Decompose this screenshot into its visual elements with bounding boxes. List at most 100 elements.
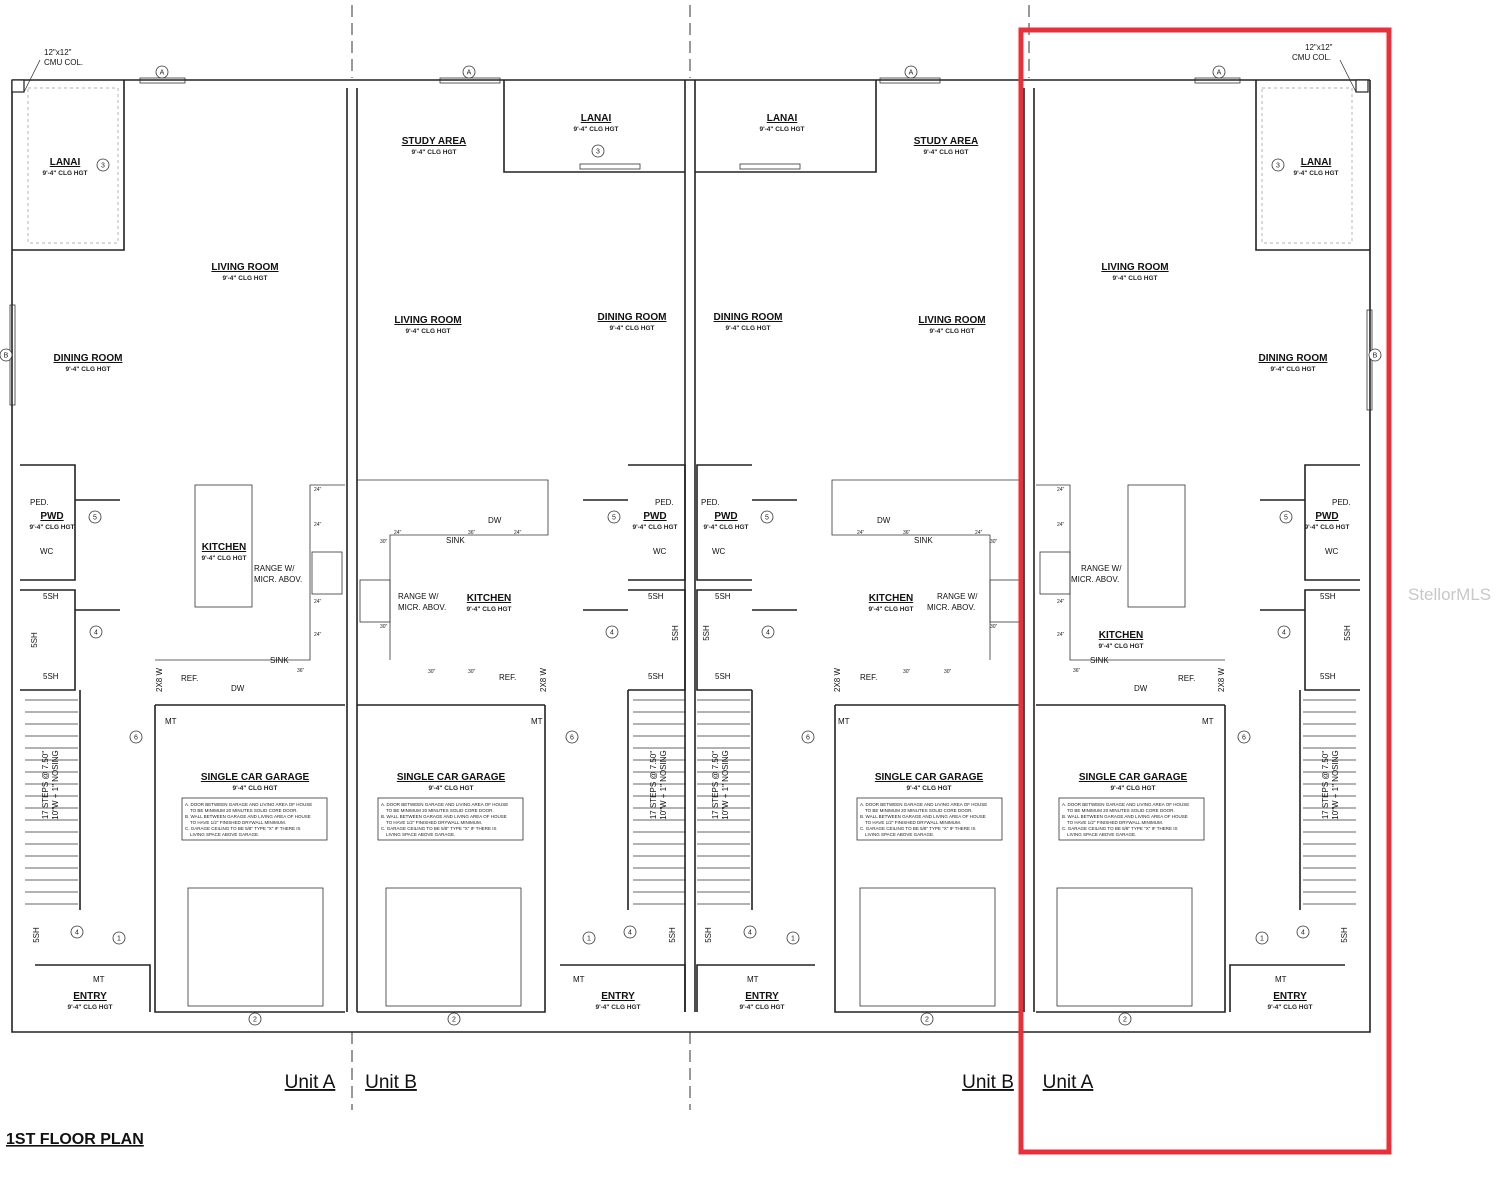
marker-label: 5 — [612, 515, 616, 522]
shelf-label: 5SH — [648, 592, 664, 601]
marker-label: 5 — [765, 515, 769, 522]
mt-label: MT — [1275, 975, 1287, 984]
marker-circle — [623, 925, 637, 939]
ceiling-height-label: 9'-4" CLG HGT — [201, 555, 246, 562]
dishwasher-label: DW — [488, 516, 502, 525]
room-kitchen-label: KITCHEN — [869, 593, 913, 604]
marker-circle — [904, 65, 918, 79]
shelf-label: 5SH — [715, 672, 731, 681]
ceiling-height-label: 9'-4" CLG HGT — [632, 524, 677, 531]
room-entry-label: ENTRY — [1273, 991, 1307, 1002]
micr-label: MICR. ABOV. — [398, 603, 446, 612]
plan-title: 1ST FLOOR PLAN — [6, 1131, 144, 1148]
marker-label: 2 — [1123, 1017, 1127, 1024]
cmu-columns — [11, 59, 1369, 93]
shelf-label: 5SH — [1343, 625, 1352, 641]
shelf-label: 5SH — [648, 672, 664, 681]
shelf-label: 5SH — [30, 632, 39, 648]
ceiling-height-label: 9'-4" CLG HGT — [411, 149, 456, 156]
marker-label: 4 — [628, 930, 632, 937]
stairs-label: 17 STEPS @ 7.50" — [649, 751, 658, 819]
room-kitchen-label: KITCHEN — [1099, 630, 1143, 641]
garage-note-line: TO BE MINIMUM 20 MINUTES SOLID CORE DOOR… — [386, 808, 494, 813]
dim-label: 36" — [1073, 668, 1081, 674]
ceiling-height-label: 9'-4" CLG HGT — [923, 149, 968, 156]
ceiling-height-label: 9'-4" CLG HGT — [428, 785, 473, 792]
marker-label: 4 — [94, 630, 98, 637]
wc-label: WC — [1325, 547, 1339, 556]
marker-label: A — [909, 70, 914, 77]
marker-circle — [582, 931, 596, 945]
marker-label: 5 — [93, 515, 97, 522]
dim-label: 24" — [857, 530, 865, 536]
pedestal-sink-label: PED. — [1332, 498, 1351, 507]
ceiling-height-label: 9'-4" CLG HGT — [1110, 785, 1155, 792]
sink-label: SINK — [446, 536, 465, 545]
refrigerator-label: REF. — [860, 673, 877, 682]
room-dining-label: DINING ROOM — [598, 312, 667, 323]
marker-circle — [1279, 510, 1293, 524]
garage-note-boxes — [181, 797, 1205, 841]
ceiling-height-label: 9'-4" CLG HGT — [725, 325, 770, 332]
wc-label: WC — [712, 547, 726, 556]
highlight-frame — [1018, 27, 1392, 1155]
range-label: RANGE W/ — [254, 564, 295, 573]
column-type-note: CMU COL. — [44, 58, 83, 67]
unit-label: Unit A — [1043, 1072, 1094, 1093]
marker-label: 2 — [452, 1017, 456, 1024]
pedestal-sink-label: PED. — [30, 498, 49, 507]
marker-circle — [96, 158, 110, 172]
ceiling-height-label: 9'-4" CLG HGT — [609, 325, 654, 332]
marker-circle — [605, 625, 619, 639]
range-label: RANGE W/ — [937, 592, 978, 601]
marker-circle — [743, 925, 757, 939]
ceiling-height-label: 9'-4" CLG HGT — [1112, 275, 1157, 282]
garage-note-line: TO BE MINIMUM 20 MINUTES SOLID CORE DOOR… — [190, 808, 298, 813]
shelf-label: 5SH — [671, 625, 680, 641]
room-living-label: LIVING ROOM — [1101, 262, 1168, 273]
dim-label: 24" — [314, 522, 322, 528]
dim-label: 24" — [1057, 487, 1065, 493]
room-study-label: STUDY AREA — [402, 136, 466, 147]
room-pwd-label: PWD — [1315, 511, 1338, 522]
dishwasher-label: DW — [1134, 684, 1148, 693]
garage-notes: A. DOOR BETWEEN GARAGE AND LIVING AREA O… — [185, 802, 1189, 837]
dim-label: 24" — [1057, 632, 1065, 638]
room-lanai-label: LANAI — [50, 157, 81, 168]
dim-label: 36" — [297, 668, 305, 674]
unit-divider-lines — [351, 5, 1030, 1110]
garage-note-line: TO BE MINIMUM 20 MINUTES SOLID CORE DOOR… — [865, 808, 973, 813]
marker-circle — [1237, 730, 1251, 744]
ceiling-height-label: 9'-4" CLG HGT — [29, 524, 74, 531]
room-garage-label: SINGLE CAR GARAGE — [875, 772, 984, 783]
pedestal-sink-label: PED. — [701, 498, 720, 507]
shelf-label: 5SH — [702, 625, 711, 641]
room-pwd-label: PWD — [40, 511, 63, 522]
marker-label: 2 — [253, 1017, 257, 1024]
stairs-label: 17 STEPS @ 7.50" — [711, 751, 720, 819]
ceiling-height-label: 9'-4" CLG HGT — [1267, 1004, 1312, 1011]
stairs-nosing-label: 10"W + 1" NOSING — [51, 750, 60, 819]
garage-note-line: LIVING SPACE ABOVE GARAGE. — [865, 832, 934, 837]
marker-circle — [920, 1012, 934, 1026]
dim-label: 30" — [990, 539, 998, 545]
marker-label: 1 — [1260, 936, 1264, 943]
garage-note-line: LIVING SPACE ABOVE GARAGE. — [1067, 832, 1136, 837]
ceiling-height-label: 9'-4" CLG HGT — [1304, 524, 1349, 531]
dim-label: 24" — [514, 530, 522, 536]
garage-note-line: B. WALL BETWEEN GARAGE AND LIVING AREA O… — [1062, 814, 1188, 819]
garage-doors — [187, 887, 1193, 1007]
garage-note-line: B. WALL BETWEEN GARAGE AND LIVING AREA O… — [185, 814, 311, 819]
marker-circle — [88, 510, 102, 524]
wc-label: WC — [40, 547, 54, 556]
garage-note-line: A. DOOR BETWEEN GARAGE AND LIVING AREA O… — [860, 802, 987, 807]
dim-label: 24" — [1057, 599, 1065, 605]
room-pwd-label: PWD — [643, 511, 666, 522]
unit-a-left-walls — [20, 87, 345, 1013]
mt-label: MT — [531, 717, 543, 726]
room-dining-label: DINING ROOM — [1259, 353, 1328, 364]
ceiling-height-label: 9'-4" CLG HGT — [573, 126, 618, 133]
dim-label: 30" — [944, 669, 952, 675]
garage-note-line: TO HAVE 1/2" FINISHED DRYWALL MINIMUM. — [386, 820, 482, 825]
wall-2x8-label: 2X8 W — [833, 668, 842, 692]
